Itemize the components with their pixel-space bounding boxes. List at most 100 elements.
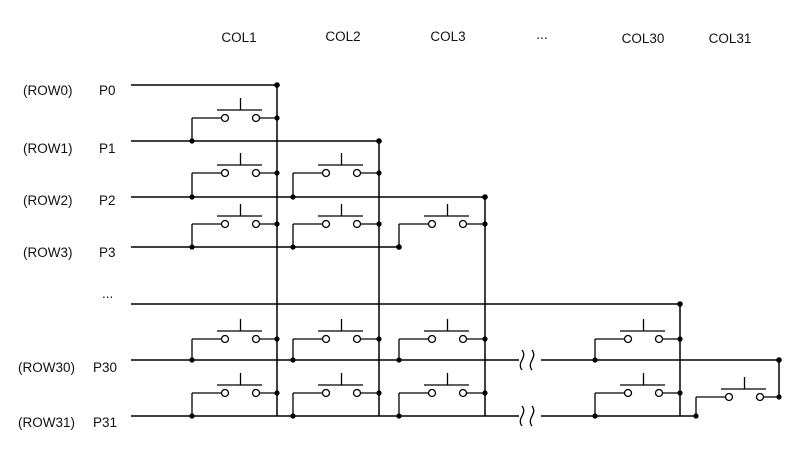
junction-dot (482, 194, 488, 200)
switch-contact (724, 392, 734, 402)
junction-dot (376, 170, 382, 176)
switch-contact (755, 392, 765, 402)
junction-dot (482, 336, 488, 342)
key-switch-row1-col2 (290, 153, 382, 200)
junction-dot (274, 336, 280, 342)
junction-dot (482, 221, 488, 227)
row-label-row2: (ROW2) (23, 193, 73, 208)
switch-contact (251, 219, 261, 229)
column-headers: COL1 COL2 COL3 ... COL30 COL31 (221, 27, 751, 46)
port-label-p3: P3 (99, 245, 116, 260)
junction-dot (290, 413, 296, 419)
junction-dot (376, 221, 382, 227)
junction-dot (396, 357, 402, 363)
junction-dot (274, 221, 280, 227)
junction-dot (189, 244, 195, 250)
switch-contact (623, 388, 633, 398)
junction-dot (592, 413, 598, 419)
switch-contact (321, 168, 331, 178)
switch-contact (352, 388, 362, 398)
junction-dot (482, 390, 488, 396)
junction-dot (274, 390, 280, 396)
column-header-col31: COL31 (709, 31, 752, 46)
switch-contact (220, 388, 230, 398)
junction-dot (677, 336, 683, 342)
port-label-p30: P30 (93, 360, 117, 375)
row-label-row30: (ROW30) (18, 360, 75, 375)
junction-dot (677, 301, 683, 307)
port-label-p2: P2 (99, 193, 116, 208)
key-switch-row2-col2 (290, 204, 382, 250)
column-header-ellipsis: ... (536, 27, 547, 42)
junction-dot (274, 170, 280, 176)
switch-contact (251, 388, 261, 398)
switch-contact (352, 219, 362, 229)
key-switch-row31-col2 (290, 373, 382, 419)
switch-contact (220, 168, 230, 178)
break-mark-p31 (519, 405, 535, 427)
switch-contact (352, 168, 362, 178)
column-header-col3: COL3 (430, 29, 465, 44)
row-label-row1: (ROW1) (23, 141, 73, 156)
switch-contact (321, 334, 331, 344)
junction-dot (396, 413, 402, 419)
port-label-p0: P0 (99, 83, 116, 98)
junction-dot (396, 244, 402, 250)
key-switch-row31-col3 (396, 373, 488, 419)
junction-dot (290, 357, 296, 363)
key-switch-row2-col3 (396, 204, 488, 250)
key-switch-row31-col31 (693, 377, 782, 419)
column-header-col1: COL1 (221, 30, 256, 45)
key-switches (189, 98, 782, 419)
junction-dot (274, 82, 280, 88)
switch-contact (654, 388, 664, 398)
switch-contact (352, 334, 362, 344)
port-label-ellipsis: ... (102, 286, 113, 301)
junction-dot (376, 390, 382, 396)
switch-contact (251, 113, 261, 123)
switch-contact (427, 219, 437, 229)
junction-dot (776, 394, 782, 400)
key-switch-row30-col30 (592, 319, 683, 363)
key-switch-row31-col30 (592, 373, 683, 419)
junction-dot (189, 413, 195, 419)
junction-dot (693, 413, 699, 419)
switch-contact (251, 334, 261, 344)
junction-dot (189, 194, 195, 200)
junction-dot (376, 138, 382, 144)
column-header-col2: COL2 (325, 29, 360, 44)
switch-contact (220, 113, 230, 123)
key-switch-row30-col3 (396, 319, 488, 363)
break-stroke (519, 349, 525, 371)
switch-contact (220, 219, 230, 229)
port-label-p31: P31 (93, 415, 117, 430)
junction-dot (290, 244, 296, 250)
switch-contact (427, 388, 437, 398)
switch-contact (321, 388, 331, 398)
break-marks (519, 349, 535, 427)
junction-dot (376, 336, 382, 342)
row-label-row31: (ROW31) (18, 415, 75, 430)
break-mark-p30 (519, 349, 535, 371)
port-label-p1: P1 (99, 141, 116, 156)
column-header-col30: COL30 (622, 31, 665, 46)
break-stroke (529, 405, 535, 427)
junction-dot (189, 357, 195, 363)
switch-contact (623, 334, 633, 344)
switch-contact (251, 168, 261, 178)
key-switch-row30-col1 (189, 319, 280, 363)
junction-dot (592, 357, 598, 363)
row-labels: (ROW0) P0 (ROW1) P1 (ROW2) P2 (ROW3) P3 … (18, 83, 117, 430)
break-stroke (519, 405, 525, 427)
switch-contact (458, 388, 468, 398)
key-switch-row30-col2 (290, 319, 382, 363)
junction-dot (677, 390, 683, 396)
key-switch-row1-col1 (189, 153, 280, 200)
switch-contact (321, 219, 331, 229)
switch-contact (220, 334, 230, 344)
key-switch-row2-col1 (189, 204, 280, 250)
row-label-row0: (ROW0) (23, 83, 73, 98)
break-stroke (529, 349, 535, 371)
switch-contact (654, 334, 664, 344)
